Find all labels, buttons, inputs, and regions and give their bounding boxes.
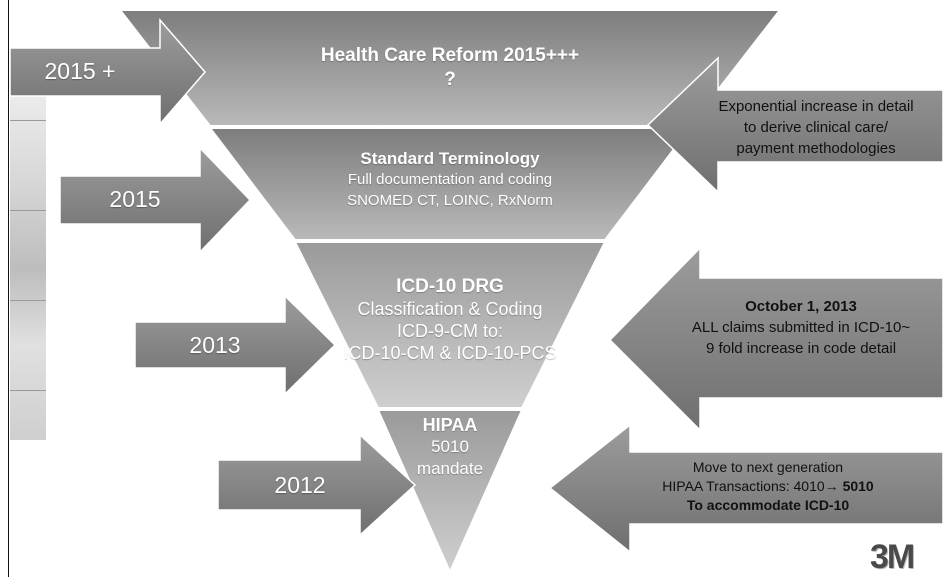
right-arrow-exponential: [646, 56, 944, 194]
layer-hipaa-title: HIPAA: [422, 415, 478, 435]
layer-hipaa-text: HIPAA 5010 mandate: [400, 414, 500, 480]
note-hipaa-line-2-prefix: HIPAA Transactions: 4010→: [662, 478, 843, 494]
right-arrow-hipaa: [548, 423, 944, 554]
left-arrow-2013: [134, 294, 337, 396]
3m-logo: 3M: [870, 538, 915, 576]
note-exponential-line-2: to derive clinical care/: [743, 119, 889, 136]
left-arrow-2012: [217, 433, 417, 537]
layer-icd10-line-1: Classification & Coding: [357, 299, 543, 319]
layer-icd10-title: ICD-10 DRG: [396, 276, 504, 297]
left-arrow-label-2013: 2013: [189, 332, 241, 358]
layer-icd10-line-2: ICD-9-CM to:: [396, 321, 503, 341]
layer-hipaa-line-2: mandate: [416, 459, 484, 478]
note-october: October 1, 2013 ALL claims submitted in …: [660, 296, 942, 359]
funnel-layer-hipaa: [376, 409, 524, 575]
background-photo-strip: [10, 60, 46, 440]
note-hipaa-line-1: Move to next generation: [692, 459, 844, 475]
layer-icd10-text: ICD-10 DRG Classification & Coding ICD-9…: [300, 276, 600, 364]
left-arrow-2015: [59, 146, 252, 254]
note-hipaa-line-2-bold: 5010: [842, 478, 874, 494]
slide-frame-line: [8, 0, 9, 577]
note-october-line-1: ALL claims submitted in ICD-10~: [691, 319, 911, 336]
left-arrow-label-2015-plus: 2015 +: [44, 58, 116, 84]
note-hipaa-line-2: HIPAA Transactions: 4010→ 5010: [600, 477, 936, 496]
layer-reform-title: Health Care Reform 2015+++: [320, 45, 580, 66]
funnel-layer-terminology: [207, 127, 693, 241]
note-hipaa-line-3: To accommodate ICD-10: [686, 497, 850, 513]
note-exponential: Exponential increase in detail to derive…: [690, 96, 942, 159]
right-arrow-october: [608, 246, 944, 432]
layer-terminology-text: Standard Terminology Full documentation …: [250, 148, 650, 211]
left-arrow-label-2015: 2015: [109, 186, 161, 212]
note-october-line-2: 9 fold increase in code detail: [705, 340, 897, 357]
left-arrow-2015-plus: [9, 17, 206, 127]
note-exponential-line-3: payment methodologies: [736, 140, 896, 157]
layer-icd10-line-3: ICD-10-CM & ICD-10-PCS: [343, 343, 557, 363]
left-arrow-label-2012: 2012: [274, 472, 326, 498]
layer-terminology-title: Standard Terminology: [360, 149, 540, 168]
layer-terminology-line-2: SNOMED CT, LOINC, RxNorm: [347, 192, 553, 209]
layer-reform-text: Health Care Reform 2015+++ ?: [210, 44, 690, 92]
note-october-title: October 1, 2013: [745, 298, 857, 315]
note-exponential-line-1: Exponential increase in detail: [718, 98, 914, 115]
layer-reform-line: ?: [444, 69, 456, 90]
note-hipaa: Move to next generation HIPAA Transactio…: [600, 458, 936, 515]
layer-hipaa-line-1: 5010: [431, 437, 469, 456]
funnel-layer-icd10: [293, 241, 607, 409]
layer-terminology-line-1: Full documentation and coding: [347, 171, 553, 188]
